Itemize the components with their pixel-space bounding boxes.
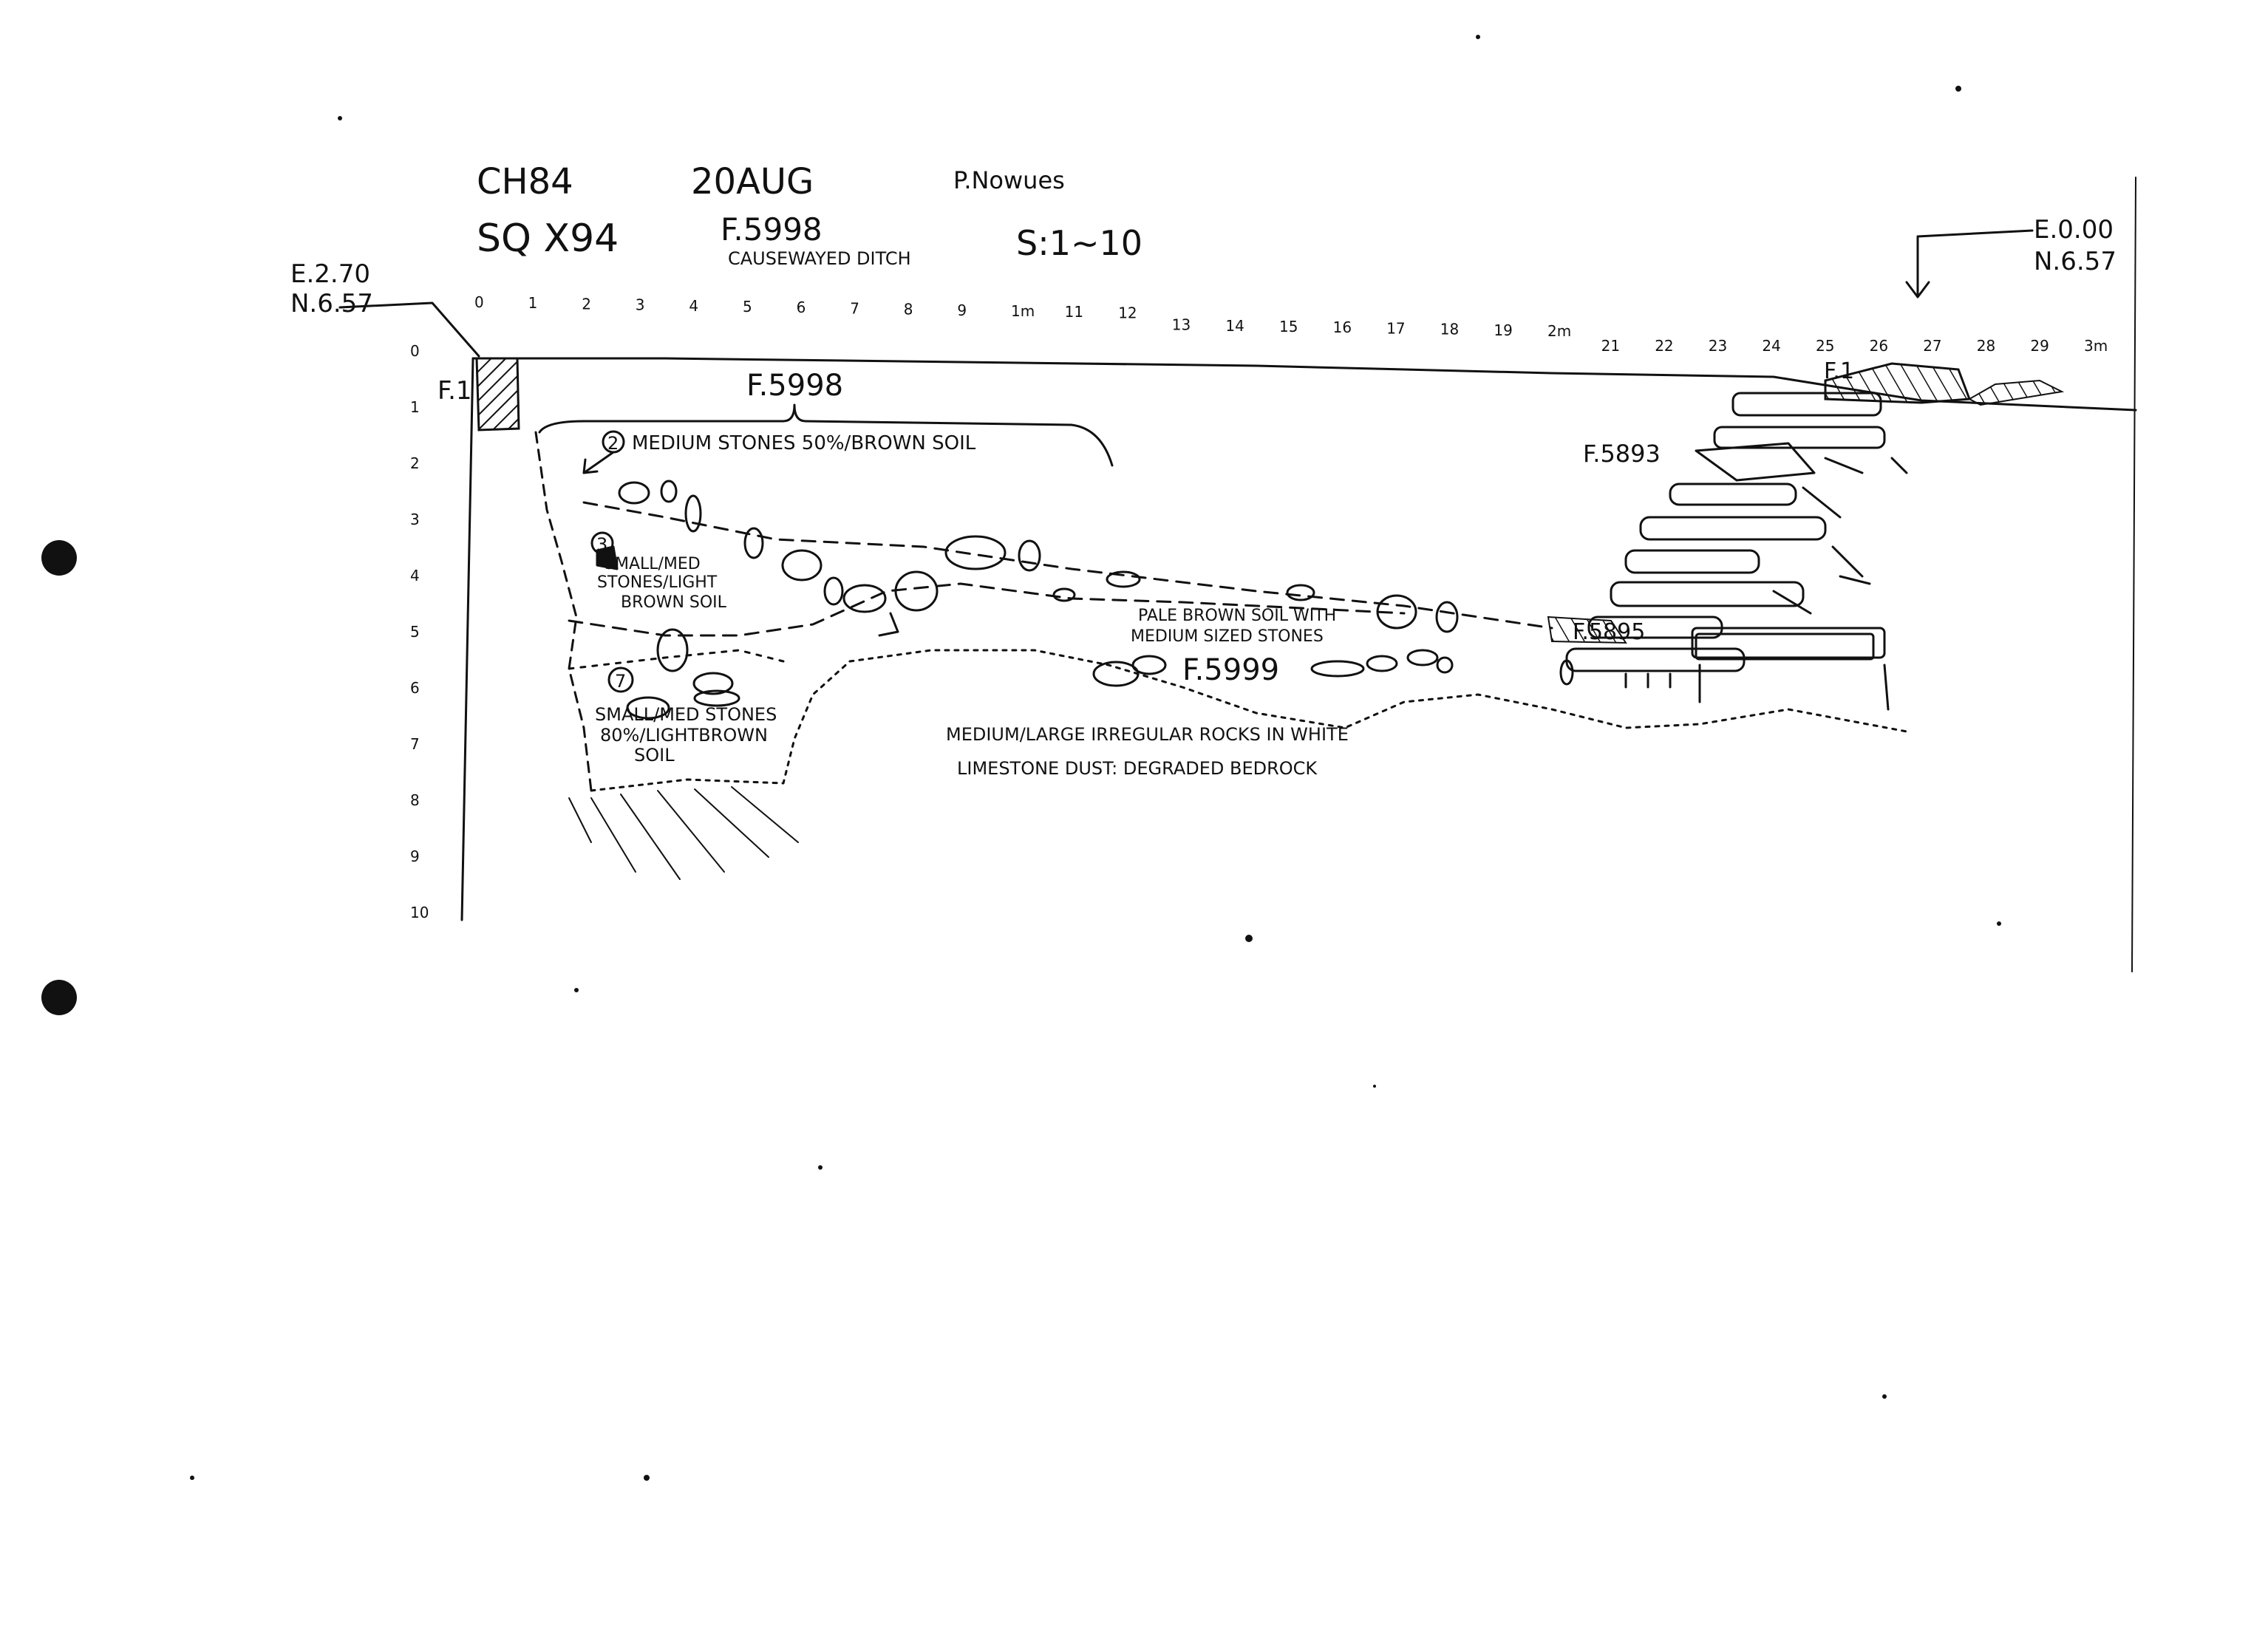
scale-tick-label: 4 bbox=[689, 297, 698, 315]
scale-tick-label: 18 bbox=[1440, 321, 1459, 338]
recorder-name: P.Nowues bbox=[953, 166, 1065, 194]
label-f5893: F.5893 bbox=[1583, 440, 1661, 468]
datum-left: E.2.70 N.6.57 bbox=[290, 259, 480, 358]
scale-tick-label: 7 bbox=[410, 735, 420, 753]
scale-tick-label: 21 bbox=[1601, 337, 1620, 355]
scale-tick-label: 0 bbox=[410, 342, 420, 360]
f1-right-topsoil bbox=[1967, 379, 2065, 406]
binder-hole-top bbox=[41, 540, 77, 576]
label-f5999: F.5999 bbox=[1182, 653, 1279, 687]
scale-tick-label: 9 bbox=[410, 848, 420, 865]
left-edge-line bbox=[460, 357, 474, 921]
layer-2-boundary bbox=[582, 501, 1553, 630]
scale-tick-label: 28 bbox=[1977, 337, 1995, 355]
scale-tick-label: 8 bbox=[904, 301, 913, 318]
scale-tick-label: 8 bbox=[410, 791, 420, 809]
scale-tick-label: 25 bbox=[1816, 337, 1834, 355]
scale-tick-label: 11 bbox=[1065, 303, 1083, 321]
scale-tick-label: 16 bbox=[1333, 318, 1352, 336]
ditch-base-outline bbox=[590, 649, 1908, 792]
scale-tick-label: 26 bbox=[1870, 337, 1888, 355]
label-f1-left: F.1 bbox=[437, 376, 472, 406]
layer-7-number: 7 bbox=[615, 671, 626, 692]
layer-7-line2: 80%/LIGHTBROWN bbox=[600, 725, 768, 746]
scale-tick-label: 17 bbox=[1386, 319, 1405, 337]
datum-left-northing: N.6.57 bbox=[290, 289, 373, 318]
label-f5895: F.5895 bbox=[1573, 619, 1645, 645]
bedrock-line2: LIMESTONE DUST: DEGRADED BEDROCK bbox=[957, 758, 1318, 779]
layer-7-line3: SOIL bbox=[634, 745, 675, 765]
binder-hole-bottom bbox=[41, 980, 77, 1015]
layer-labels: 2 MEDIUM STONES 50%/BROWN SOIL 3 SMALL/M… bbox=[582, 430, 1349, 779]
scale-tick-label: 2 bbox=[410, 454, 420, 472]
layer-3-line2: STONES/LIGHT bbox=[597, 573, 718, 592]
layer-2-number: 2 bbox=[607, 433, 619, 454]
site-code: CH84 bbox=[477, 161, 573, 202]
pale-soil-line2: MEDIUM SIZED STONES bbox=[1131, 627, 1324, 646]
scale-tick-label: 3m bbox=[2084, 337, 2108, 355]
vertical-scale: 0 1 2 3 4 5 6 7 8 9 10 bbox=[410, 342, 429, 921]
scale-tick-label: 2m bbox=[1547, 322, 1571, 340]
feature-description: CAUSEWAYED DITCH bbox=[728, 248, 911, 269]
f5895-hatch bbox=[1547, 615, 1627, 644]
photocopy-specks bbox=[190, 35, 2001, 1481]
layer-3-line3: BROWN SOIL bbox=[621, 593, 727, 612]
datum-right-easting: E.0.00 bbox=[2034, 215, 2114, 245]
datum-left-easting: E.2.70 bbox=[290, 259, 370, 289]
pale-soil-line1: PALE BROWN SOIL WITH bbox=[1138, 607, 1336, 625]
scale-tick-label: 3 bbox=[410, 511, 420, 528]
label-f1-right: F.1 bbox=[1824, 358, 1854, 384]
scale-tick-label: 12 bbox=[1118, 304, 1137, 321]
scale-tick-label: 2 bbox=[582, 295, 591, 313]
drawing-scale: S:1~10 bbox=[1016, 223, 1142, 263]
scale-tick-label: 1m bbox=[1011, 302, 1035, 320]
datum-right-northing: N.6.57 bbox=[2034, 247, 2117, 276]
scale-tick-label: 14 bbox=[1225, 317, 1244, 335]
record-date: 20AUG bbox=[691, 161, 814, 202]
f1-left-block bbox=[475, 357, 520, 432]
scale-tick-label: 5 bbox=[743, 298, 752, 316]
scale-tick-label: 0 bbox=[474, 293, 484, 311]
bedrock-line1: MEDIUM/LARGE IRREGULAR ROCKS IN WHITE bbox=[946, 724, 1349, 745]
scale-tick-label: 13 bbox=[1172, 316, 1191, 334]
scale-tick-label: 5 bbox=[410, 623, 420, 641]
scale-tick-label: 7 bbox=[850, 299, 859, 317]
scale-tick-label: 22 bbox=[1655, 337, 1673, 355]
layer-7-line1: SMALL/MED STONES bbox=[595, 704, 777, 725]
scale-tick-label: 23 bbox=[1709, 337, 1727, 355]
scale-tick-label: 6 bbox=[410, 679, 420, 697]
scale-tick-label: 27 bbox=[1923, 337, 1941, 355]
square-code: SQ X94 bbox=[477, 216, 619, 261]
layer-3-boundary bbox=[568, 582, 1406, 637]
scale-tick-label: 6 bbox=[797, 299, 806, 316]
label-f5998: F.5998 bbox=[746, 369, 843, 403]
ditch-cut-edge bbox=[534, 431, 593, 792]
f5998-bracket bbox=[538, 403, 1114, 467]
scale-tick-label: 4 bbox=[410, 567, 420, 584]
layer-2-description: MEDIUM STONES 50%/BROWN SOIL bbox=[632, 432, 976, 454]
f5893-wall bbox=[1565, 392, 1908, 711]
scale-tick-label: 10 bbox=[410, 904, 429, 921]
stones bbox=[596, 480, 1574, 720]
scale-tick-label: 15 bbox=[1279, 318, 1298, 335]
scale-tick-label: 9 bbox=[957, 301, 967, 319]
scale-tick-label: 1 bbox=[528, 294, 538, 312]
datum-right: E.0.00 N.6.57 bbox=[1905, 215, 2117, 299]
scale-tick-label: 29 bbox=[2030, 337, 2049, 355]
layer-7-boundary bbox=[568, 649, 785, 670]
scale-tick-label: 1 bbox=[410, 398, 420, 416]
header: CH84 20AUG P.Nowues SQ X94 F.5998 S:1~10… bbox=[477, 161, 1142, 269]
scale-tick-label: 19 bbox=[1494, 321, 1512, 339]
layer-3-line1: SMALL/MED bbox=[605, 555, 701, 573]
feature-number: F.5998 bbox=[721, 211, 823, 248]
bedrock-hatching bbox=[568, 786, 799, 880]
feature-labels: F.1 F.1 F.5998 F.5893 F.5895 F.5999 bbox=[437, 358, 1854, 687]
right-edge-line bbox=[2131, 177, 2136, 972]
layer-3-number: 3 bbox=[596, 534, 607, 555]
scale-tick-label: 3 bbox=[636, 296, 645, 314]
scale-tick-label: 24 bbox=[1762, 337, 1780, 355]
